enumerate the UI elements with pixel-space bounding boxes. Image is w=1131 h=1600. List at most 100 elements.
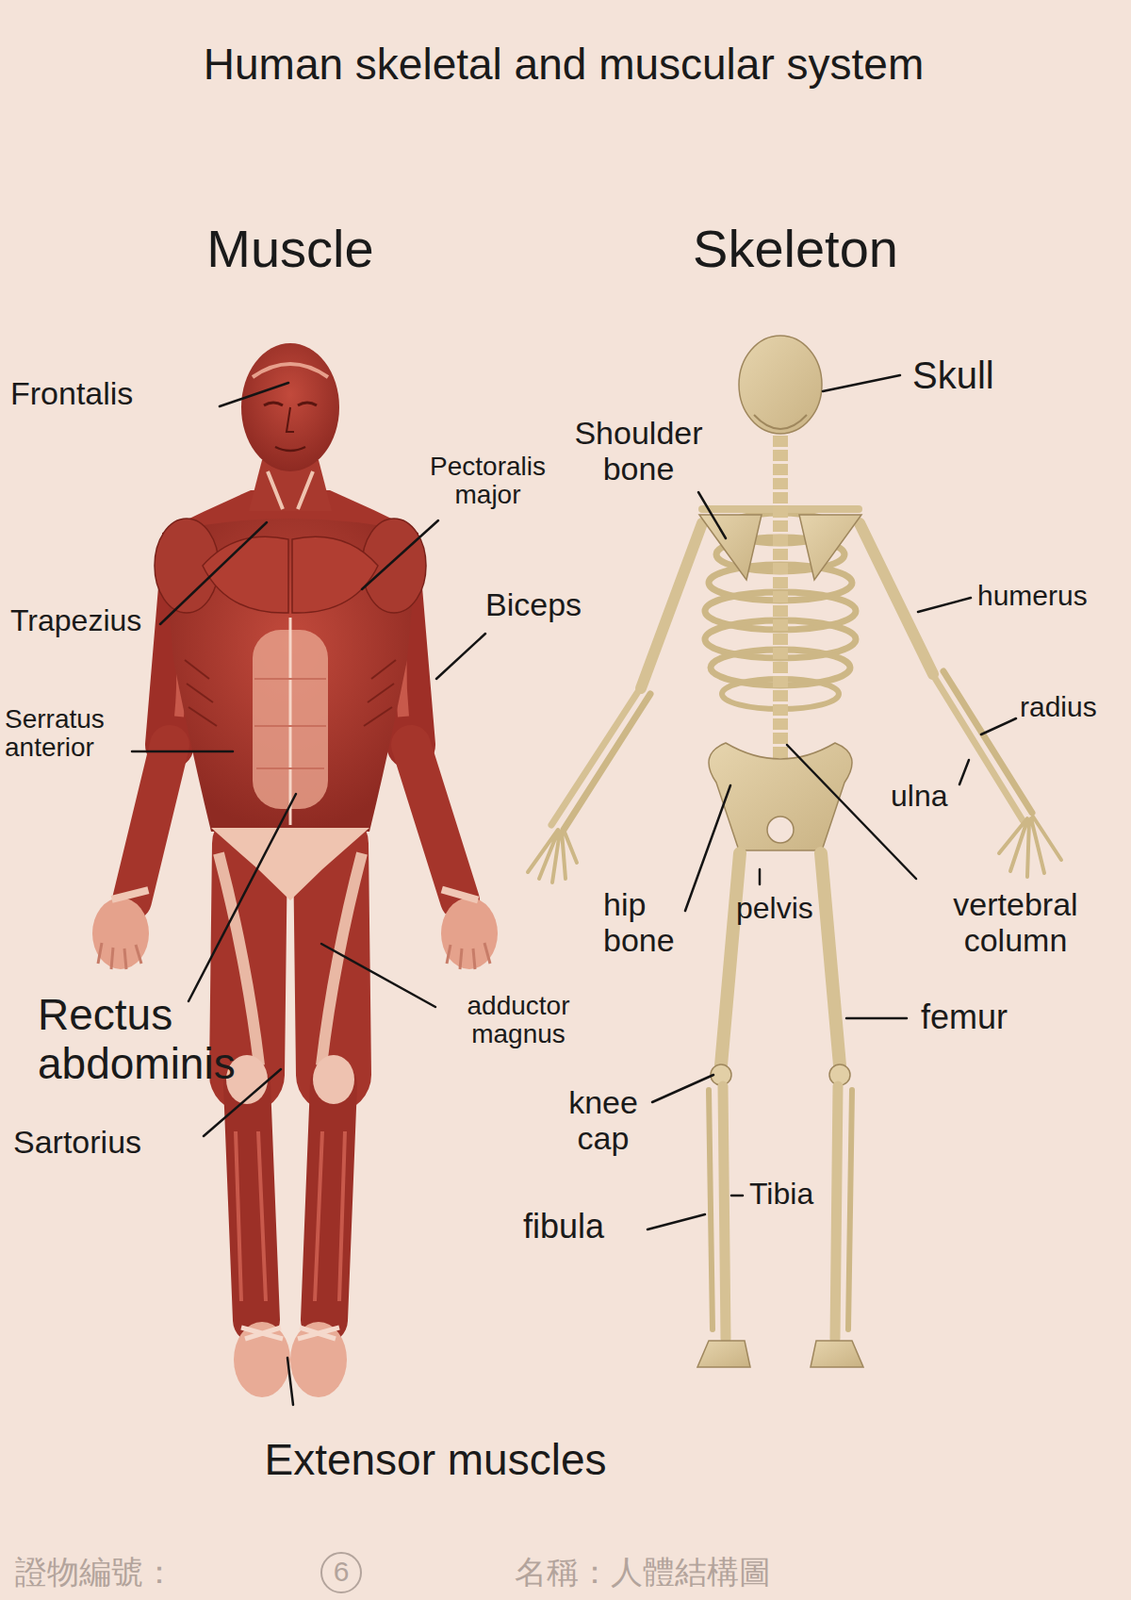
muscle-figure-part	[289, 617, 293, 825]
bone-label: hip bone	[603, 885, 693, 958]
leader-lines-part	[917, 597, 971, 612]
skeleton-figure-part	[859, 523, 934, 674]
leader-lines-part	[698, 491, 726, 539]
bone-label: Skull	[912, 353, 995, 397]
skeleton-figure-part	[722, 1085, 726, 1339]
skeleton-figure-part	[810, 1340, 864, 1367]
muscle-figure-part	[202, 536, 289, 613]
leader-lines-part	[160, 522, 267, 624]
leader-lines-part	[846, 1016, 907, 1020]
muscle-label: Frontalis	[10, 375, 133, 412]
leader-lines-part	[131, 750, 233, 754]
evidence-label: 證物編號：	[15, 1553, 176, 1590]
muscle-label: Biceps	[485, 586, 582, 623]
skeleton-figure-part	[563, 693, 651, 830]
section-heading: Skeleton	[654, 218, 937, 279]
skeleton-figure-part	[848, 1089, 853, 1329]
leader-lines-part	[436, 633, 486, 679]
muscle-figure-part	[184, 659, 217, 726]
skeleton-figure	[527, 335, 1062, 1367]
muscle-label: adductor magnus	[442, 991, 594, 1049]
muscle-figure-part	[233, 1321, 291, 1397]
muscle-figure-part	[363, 659, 396, 726]
skeleton-figure-part	[999, 816, 1062, 877]
leader-lines-part	[361, 520, 439, 590]
muscle-figure-part	[263, 402, 317, 406]
skeleton-figure-part	[640, 523, 703, 689]
section-heading: Muscle	[148, 218, 432, 279]
muscle-figure-part	[290, 1321, 347, 1397]
leader-lines-part	[188, 793, 296, 1001]
skeleton-figure-part	[697, 1340, 751, 1367]
leader-lines-part	[219, 382, 289, 407]
bone-label: knee cap	[556, 1083, 651, 1156]
muscle-figure-part	[267, 471, 313, 509]
muscle-figure-part	[131, 744, 170, 901]
leader-lines-part	[959, 759, 969, 785]
leader-lines-part	[758, 868, 762, 885]
muscle-figure-part	[446, 942, 491, 969]
bone-label: ulna	[890, 778, 949, 814]
leader-lines-part	[287, 1357, 294, 1405]
leader-lines-part	[647, 1213, 705, 1230]
number-circle	[321, 1552, 361, 1592]
bone-label: Tibia	[749, 1176, 814, 1212]
leader-lines-part	[321, 943, 436, 1007]
muscle-figure-part	[314, 1131, 345, 1301]
muscle-figure-part	[410, 744, 460, 901]
muscle-figure-part	[324, 1083, 334, 1320]
muscle-figure-part	[297, 1327, 340, 1339]
skeleton-figure-part	[527, 829, 577, 883]
muscle-figure-part	[111, 885, 150, 902]
muscle-figure-part	[321, 852, 362, 1066]
leader-lines-part	[685, 785, 731, 911]
skeleton-figure-part	[820, 852, 840, 1066]
skeleton-figure-part	[708, 1089, 713, 1329]
skeleton-figure-part	[754, 414, 807, 429]
skeleton-figure-part	[738, 335, 822, 434]
muscle-figure-part	[312, 1054, 355, 1104]
muscle-figure	[92, 343, 498, 1397]
muscle-label: Serratus anterior	[4, 704, 147, 762]
bone-label: Shoulder bone	[556, 414, 722, 487]
skeleton-figure-part	[943, 671, 1033, 813]
skeleton-figure-part	[699, 514, 762, 580]
muscle-figure-part	[246, 1083, 257, 1320]
muscle-figure-part	[441, 897, 498, 969]
muscle-figure-part	[275, 446, 306, 451]
bone-label: radius	[1019, 690, 1098, 724]
skeleton-figure-part	[767, 816, 794, 843]
leader-lines-part	[822, 375, 901, 392]
muscle-label: Extensor muscles	[199, 1434, 672, 1485]
bone-label: humerus	[977, 579, 1088, 613]
muscle-figure-part	[235, 1131, 266, 1301]
bone-label: vertebral column	[918, 885, 1113, 958]
muscle-figure-part	[211, 827, 370, 901]
leader-lines	[131, 375, 1017, 1405]
diagram-title: Human skeletal and muscular system	[0, 39, 1130, 90]
muscle-figure-part	[241, 343, 340, 472]
bone-label: fibula	[523, 1206, 605, 1246]
bone-label: femur	[920, 997, 1008, 1036]
muscle-label: Pectoralis major	[405, 452, 571, 509]
muscle-label: Rectus abdominis	[37, 989, 264, 1088]
muscle-figure-part	[252, 363, 328, 377]
leader-lines-part	[731, 1194, 743, 1197]
muscle-figure-part	[254, 678, 327, 769]
skeleton-figure-part	[551, 689, 640, 825]
muscle-label: Trapezius	[10, 603, 142, 639]
muscle-figure-part	[98, 942, 142, 969]
muscle-figure-part	[286, 407, 295, 432]
evidence-label: 名稱：人體結構圖	[514, 1553, 771, 1590]
muscle-figure-part	[292, 536, 378, 613]
muscle-figure-part	[441, 885, 480, 904]
skeleton-figure-part	[799, 514, 862, 580]
muscle-figure-part	[241, 1327, 283, 1339]
skeleton-figure-part	[721, 852, 740, 1066]
leader-lines-part	[981, 718, 1017, 735]
leader-lines-part	[652, 1074, 714, 1102]
skeleton-figure-part	[708, 742, 853, 851]
skeleton-figure-part	[772, 435, 788, 811]
callout-number: 6	[320, 1555, 362, 1589]
